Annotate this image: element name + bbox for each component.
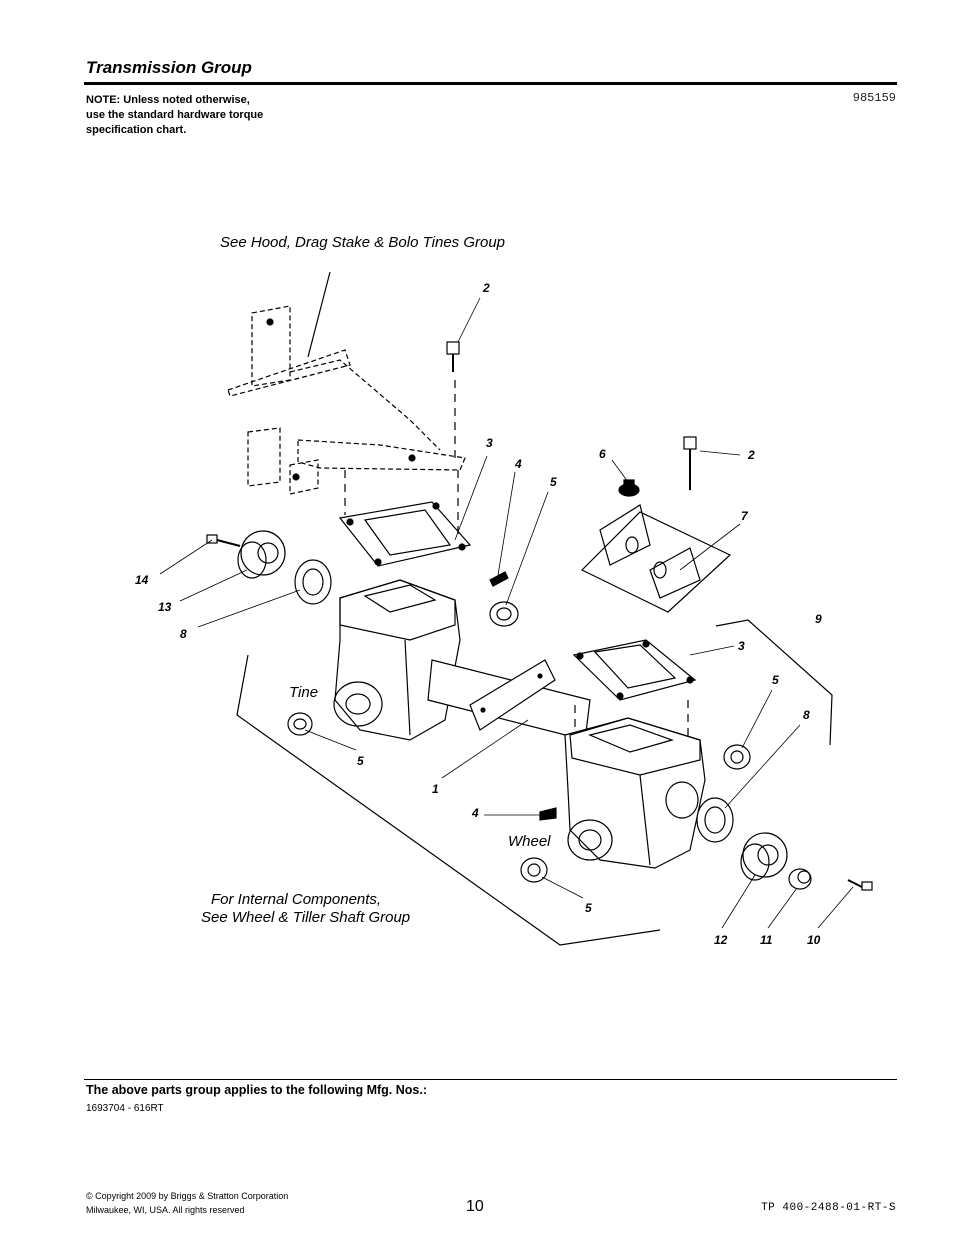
torque-note: NOTE: Unless noted otherwise, use the st… bbox=[86, 94, 264, 136]
callout-14: 14 bbox=[135, 573, 149, 587]
callout-1: 1 bbox=[432, 782, 439, 796]
callout-3: 3 bbox=[486, 436, 493, 450]
callout-8: 8 bbox=[803, 708, 810, 722]
leader-see-hood bbox=[307, 271, 331, 358]
leader-lines bbox=[159, 297, 854, 929]
hood-bracket-phantom bbox=[227, 305, 466, 495]
fitting-part-4-b bbox=[539, 807, 557, 821]
bolt-part-14 bbox=[206, 534, 241, 547]
callout-2: 2 bbox=[482, 281, 490, 295]
group-bracket-internal bbox=[236, 654, 661, 946]
callout-6: 6 bbox=[599, 447, 606, 461]
exploded-parts-diagram: See Hood, Drag Stake & Bolo Tines Group bbox=[135, 234, 873, 947]
callout-5: 5 bbox=[772, 673, 779, 687]
group-bracket-9 bbox=[715, 619, 833, 746]
label-wheel: Wheel bbox=[508, 833, 551, 850]
gasket-part-3-right bbox=[572, 639, 697, 701]
alignment-lines-left bbox=[344, 470, 459, 540]
footer-rule bbox=[84, 1079, 897, 1080]
fitting-part-4-a bbox=[489, 571, 509, 587]
label-see-hood: See Hood, Drag Stake & Bolo Tines Group bbox=[220, 234, 505, 251]
page-title: Transmission Group bbox=[86, 58, 252, 77]
callout-12: 12 bbox=[714, 933, 728, 947]
header-rule bbox=[84, 82, 897, 85]
callout-2: 2 bbox=[747, 448, 755, 462]
callout-5: 5 bbox=[357, 754, 364, 768]
bolt-part-2 bbox=[446, 341, 460, 460]
callout-10: 10 bbox=[807, 933, 821, 947]
label-internal-components: For Internal Components, bbox=[211, 891, 381, 908]
label-wheel-tiller-group: See Wheel & Tiller Shaft Group bbox=[201, 909, 410, 926]
page-number: 10 bbox=[466, 1198, 484, 1215]
vent-part-6 bbox=[618, 479, 640, 497]
tp-number: TP 400-2488-01-RT-S bbox=[761, 1202, 896, 1214]
bracket-hole bbox=[408, 454, 416, 462]
callout-11: 11 bbox=[760, 933, 773, 947]
callout-9: 9 bbox=[815, 612, 822, 626]
hub-part-13 bbox=[237, 530, 286, 579]
gearbox-housing-right bbox=[564, 717, 706, 869]
callout-4: 4 bbox=[471, 806, 479, 820]
gasket-part-3-left bbox=[338, 501, 472, 567]
callout-3: 3 bbox=[738, 639, 745, 653]
seal-part-5-d bbox=[520, 857, 548, 883]
callout-13: 13 bbox=[158, 600, 172, 614]
callout-8: 8 bbox=[180, 627, 187, 641]
applies-heading: The above parts group applies to the fol… bbox=[86, 1083, 427, 1097]
cover-plate-part-7 bbox=[580, 504, 732, 613]
bolt-part-10 bbox=[847, 879, 873, 891]
bolt-part-2-right bbox=[683, 436, 697, 490]
bracket-hole bbox=[266, 318, 274, 326]
callout-5: 5 bbox=[585, 901, 592, 915]
callout-7: 7 bbox=[741, 509, 749, 523]
axle-tube-part-1 bbox=[427, 659, 591, 741]
callout-5: 5 bbox=[550, 475, 557, 489]
label-tine: Tine bbox=[289, 684, 318, 701]
hub-part-12 bbox=[740, 832, 788, 881]
seal-part-5-a bbox=[489, 601, 519, 627]
seal-part-8-left bbox=[294, 559, 332, 605]
bracket-hole bbox=[292, 473, 300, 481]
seal-part-5-b bbox=[287, 712, 313, 736]
seal-part-5-c bbox=[723, 744, 751, 770]
mfg-numbers: 1693704 - 616RT bbox=[86, 1103, 164, 1114]
spacer-part-11 bbox=[788, 868, 812, 890]
seal-part-8-right bbox=[696, 797, 734, 843]
gearbox-housing-left bbox=[333, 579, 461, 741]
document-number: 985159 bbox=[852, 91, 896, 105]
callout-4: 4 bbox=[514, 457, 522, 471]
copyright-notice: © Copyright 2009 by Briggs & Stratton Co… bbox=[86, 1191, 289, 1215]
